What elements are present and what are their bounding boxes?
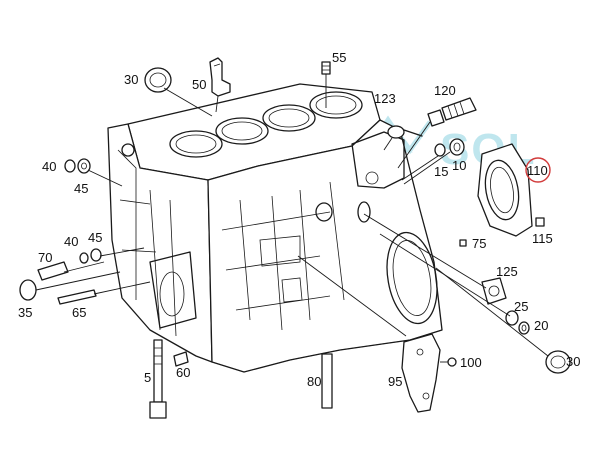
- cylinder-bore-2-inner: [221, 121, 263, 141]
- callout-40-top: 40: [42, 159, 56, 174]
- callout-10: 10: [452, 158, 466, 173]
- part-10-plug: [449, 138, 465, 156]
- callout-123: 123: [374, 91, 396, 106]
- part-30-plug-top: [144, 67, 172, 93]
- callout-120: 120: [434, 83, 456, 98]
- rear-main-bore-inner: [392, 240, 432, 316]
- part-45-washer-a: [77, 158, 91, 174]
- part-65-rod: [57, 289, 97, 305]
- part-95-bracket: [401, 333, 441, 413]
- part-35-seal-ring: [19, 279, 37, 301]
- part-5-stud-bolt: [149, 339, 167, 419]
- cylinder-bore-4: [309, 91, 363, 119]
- callout-115: 115: [532, 231, 553, 246]
- part-80-guide-pin: [321, 353, 333, 409]
- engine-block: [107, 83, 443, 373]
- cylinder-bore-4-inner: [315, 95, 357, 115]
- block-left-face: [107, 123, 213, 363]
- leader-lines: [35, 74, 549, 363]
- block-left-cover: [149, 251, 197, 329]
- part-110-rear-seal: [477, 143, 533, 237]
- part-25-seal: [505, 310, 519, 326]
- callout-40-mid: 40: [64, 234, 78, 249]
- callout-100: 100: [460, 355, 482, 370]
- block-right-boss-hole: [365, 171, 379, 185]
- callout-45-mid: 45: [88, 230, 102, 245]
- callout-35: 35: [18, 305, 32, 320]
- callout-20: 20: [534, 318, 548, 333]
- callout-25: 25: [514, 299, 528, 314]
- part-120-bolt: [427, 97, 477, 127]
- part-15-plug: [434, 143, 446, 157]
- callout-45-top: 45: [74, 181, 88, 196]
- callout-labels: 30 50 55 123 120 15 10 110 40 45 115 75 …: [18, 50, 580, 389]
- block-port-right: [357, 201, 371, 223]
- callout-70: 70: [38, 250, 52, 265]
- callout-125: 125: [496, 264, 518, 279]
- block-rib-lines: [221, 181, 345, 331]
- callout-110: 110: [527, 163, 548, 178]
- callout-65: 65: [72, 305, 86, 320]
- block-right-boss: [351, 131, 405, 189]
- cylinder-bore-1-inner: [175, 134, 217, 154]
- part-125-sensor: [481, 277, 507, 305]
- part-115-bolt: [535, 217, 545, 227]
- block-left-port: [121, 143, 135, 157]
- cylinder-bore-2: [215, 117, 269, 145]
- block-port-front: [315, 202, 333, 222]
- callout-15: 15: [434, 164, 448, 179]
- part-30-plug-bottom: [545, 350, 571, 374]
- part-100-bolt: [447, 357, 457, 367]
- callout-50: 50: [192, 77, 206, 92]
- part-40-plug-a: [64, 159, 76, 173]
- part-40-plug-b: [79, 252, 89, 264]
- rear-main-bore: [386, 231, 438, 325]
- block-left-cover-bore: [159, 271, 185, 317]
- callout-30-top: 30: [124, 72, 138, 87]
- highlight-circle-110: [525, 157, 551, 183]
- cylinder-bore-3: [262, 104, 316, 132]
- part-55-stud: [321, 61, 331, 75]
- part-50-fitting: [209, 57, 231, 97]
- callout-55: 55: [332, 50, 346, 65]
- part-45-washer-b: [90, 248, 102, 262]
- cylinder-bore-1: [169, 130, 223, 158]
- callout-5: 5: [144, 370, 151, 385]
- part-20-ring: [518, 321, 530, 335]
- callout-60: 60: [176, 365, 190, 380]
- cylinder-bore-3-inner: [268, 108, 310, 128]
- part-123-sensor: [387, 125, 423, 139]
- callout-95: 95: [388, 374, 402, 389]
- part-70-dowel: [37, 261, 69, 281]
- callout-30-bottom: 30: [566, 354, 580, 369]
- part-75-pin: [459, 239, 467, 247]
- callout-75: 75: [472, 236, 486, 251]
- callout-80: 80: [307, 374, 321, 389]
- part-60-plug: [173, 351, 189, 367]
- block-left-details: [117, 149, 177, 337]
